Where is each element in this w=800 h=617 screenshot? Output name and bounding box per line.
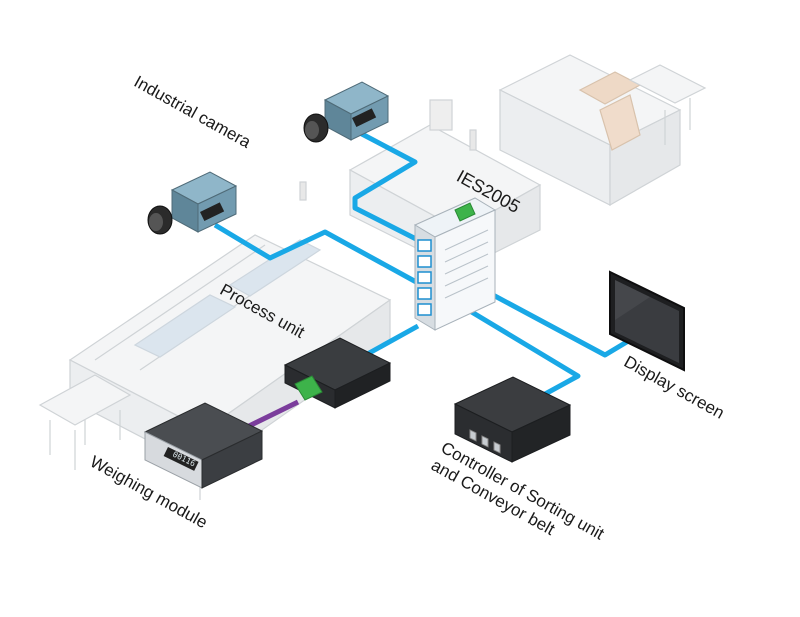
display-screen (609, 270, 685, 372)
link-camera-left-switch (213, 222, 420, 286)
ethernet-links (213, 130, 632, 408)
weighing-display-panel (163, 447, 199, 471)
industrial-camera-top (303, 81, 390, 143)
serial-link-weighing-process (243, 399, 300, 431)
right-machine (498, 54, 682, 207)
process-unit (283, 337, 392, 409)
stack-light (299, 181, 307, 201)
link-switch-display (478, 285, 632, 358)
industrial-camera-left (147, 171, 238, 235)
stack-light (469, 129, 477, 151)
link-camera-top-switch (352, 130, 420, 243)
sorting-controller (453, 376, 572, 463)
infeed-conveyor (38, 374, 132, 470)
process-unit-terminal (294, 375, 323, 401)
switch-ies2005 (413, 197, 497, 331)
outfeed-conveyor (628, 64, 707, 145)
weighing-module: 00116 (143, 402, 264, 489)
power-terminal (454, 202, 476, 222)
